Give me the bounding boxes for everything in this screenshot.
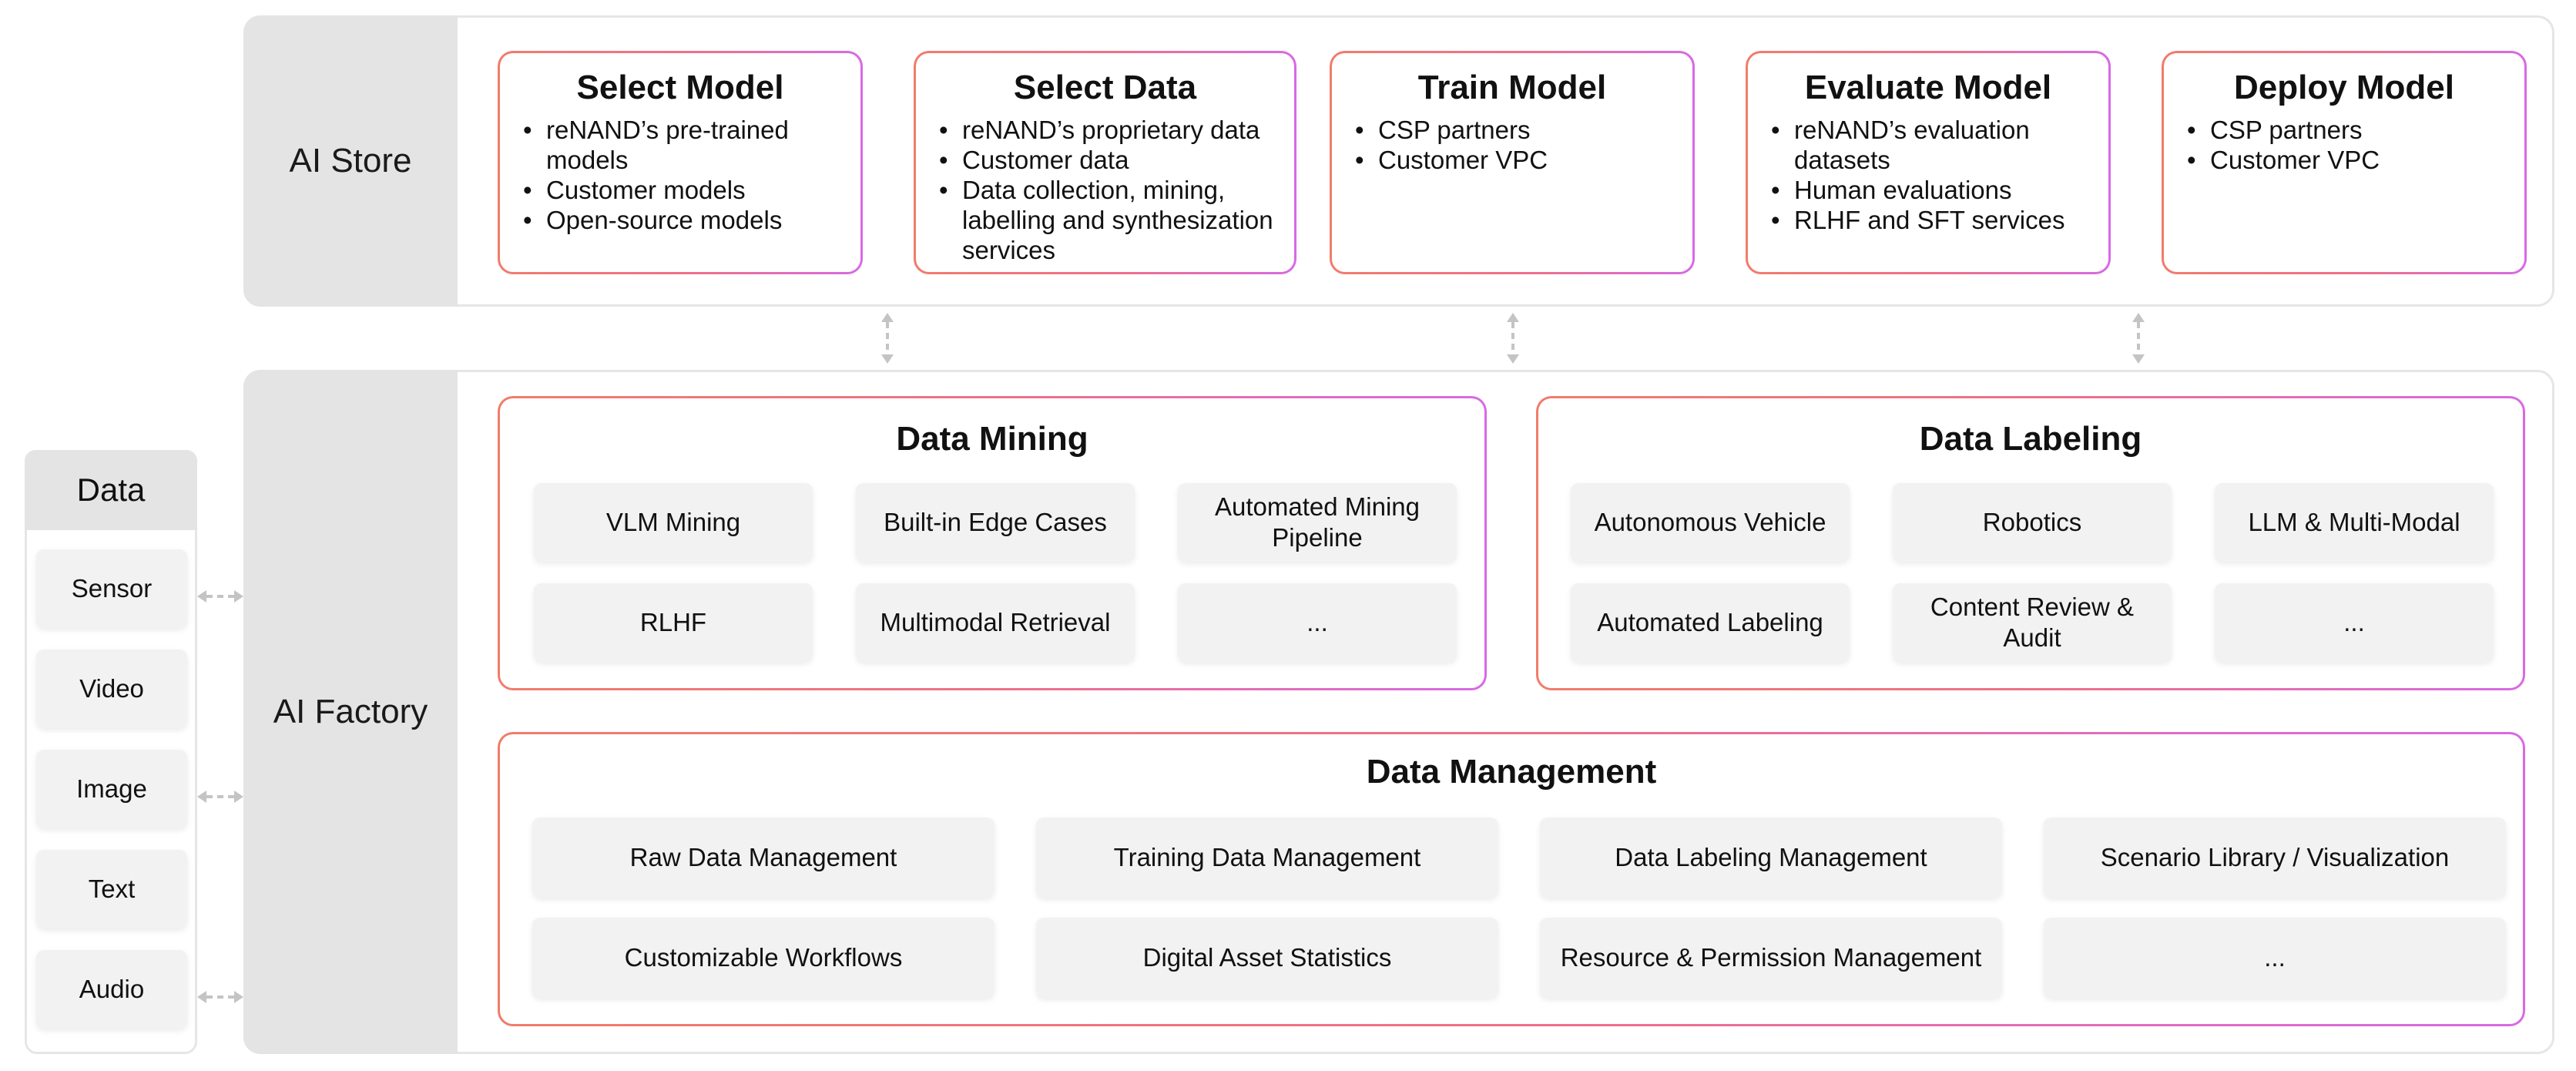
chip-data-labeling-management[interactable]: Data Labeling Management xyxy=(1540,818,2002,898)
vertical-arrow-icon xyxy=(1507,313,1519,364)
list-item: CSP partners xyxy=(1355,115,1677,145)
data-labeling-section: Data Labeling Autonomous Vehicle Robotic… xyxy=(1536,396,2525,690)
card-title: Deploy Model xyxy=(2233,69,2455,106)
store-card-deploy-model[interactable]: Deploy Model CSP partners Customer VPC xyxy=(2162,51,2527,274)
card-title: Select Data xyxy=(1013,69,1197,106)
card-list: reNAND’s proprietary data Customer data … xyxy=(916,115,1294,265)
chip-training-data-management[interactable]: Training Data Management xyxy=(1036,818,1498,898)
chip-more[interactable]: ... xyxy=(1178,583,1457,662)
card-list: reNAND’s evaluation datasets Human evalu… xyxy=(1748,115,2108,235)
list-item: Open-source models xyxy=(523,205,845,235)
section-title: Data Management xyxy=(1366,753,1657,791)
chip-automated-mining-pipeline[interactable]: Automated Mining Pipeline xyxy=(1178,483,1457,562)
data-mining-section: Data Mining VLM Mining Built-in Edge Cas… xyxy=(498,396,1487,690)
card-list: reNAND’s pre-trained models Customer mod… xyxy=(500,115,860,235)
data-item-image[interactable]: Image xyxy=(36,750,187,828)
ai-factory-label: AI Factory xyxy=(243,370,458,1054)
list-item: Customer VPC xyxy=(2187,145,2509,175)
store-card-evaluate-model[interactable]: Evaluate Model reNAND’s evaluation datas… xyxy=(1746,51,2111,274)
chip-llm-multi-modal[interactable]: LLM & Multi-Modal xyxy=(2215,483,2494,562)
chip-autonomous-vehicle[interactable]: Autonomous Vehicle xyxy=(1571,483,1850,562)
chip-multimodal-retrieval[interactable]: Multimodal Retrieval xyxy=(856,583,1135,662)
chip-vlm-mining[interactable]: VLM Mining xyxy=(534,483,813,562)
list-item: Customer models xyxy=(523,175,845,205)
store-card-train-model[interactable]: Train Model CSP partners Customer VPC xyxy=(1330,51,1695,274)
vertical-arrow-icon xyxy=(881,313,894,364)
card-list: CSP partners Customer VPC xyxy=(2164,115,2524,175)
list-item: Data collection, mining, labelling and s… xyxy=(939,175,1279,265)
data-sources-panel: Data Sensor Video Image Text Audio xyxy=(25,450,197,1054)
data-item-video[interactable]: Video xyxy=(36,650,187,728)
vertical-arrow-icon xyxy=(2132,313,2145,364)
list-item: Customer VPC xyxy=(1355,145,1677,175)
chip-resource-permission-management[interactable]: Resource & Permission Management xyxy=(1540,918,2002,998)
data-item-audio[interactable]: Audio xyxy=(36,950,187,1029)
chip-scenario-library-visualization[interactable]: Scenario Library / Visualization xyxy=(2044,818,2506,898)
horizontal-arrow-icon xyxy=(197,590,243,603)
chip-automated-labeling[interactable]: Automated Labeling xyxy=(1571,583,1850,662)
ai-store-label: AI Store xyxy=(243,15,458,307)
card-list: CSP partners Customer VPC xyxy=(1332,115,1692,175)
chip-built-in-edge-cases[interactable]: Built-in Edge Cases xyxy=(856,483,1135,562)
data-item-text[interactable]: Text xyxy=(36,850,187,928)
list-item: Human evaluations xyxy=(1771,175,2093,205)
horizontal-arrow-icon xyxy=(197,991,243,1003)
chip-content-review-audit[interactable]: Content Review & Audit xyxy=(1893,583,2172,662)
list-item: reNAND’s evaluation datasets xyxy=(1771,115,2093,175)
chip-digital-asset-statistics[interactable]: Digital Asset Statistics xyxy=(1036,918,1498,998)
list-item: CSP partners xyxy=(2187,115,2509,145)
store-card-select-model[interactable]: Select Model reNAND’s pre-trained models… xyxy=(498,51,863,274)
list-item: RLHF and SFT services xyxy=(1771,205,2093,235)
store-card-select-data[interactable]: Select Data reNAND’s proprietary data Cu… xyxy=(914,51,1296,274)
chip-customizable-workflows[interactable]: Customizable Workflows xyxy=(532,918,995,998)
chip-more[interactable]: ... xyxy=(2215,583,2494,662)
chip-raw-data-management[interactable]: Raw Data Management xyxy=(532,818,995,898)
card-title: Select Model xyxy=(576,69,784,106)
chip-robotics[interactable]: Robotics xyxy=(1893,483,2172,562)
list-item: Customer data xyxy=(939,145,1279,175)
list-item: reNAND’s pre-trained models xyxy=(523,115,845,175)
data-sources-title: Data xyxy=(25,450,197,530)
section-title: Data Labeling xyxy=(1919,420,2142,458)
chip-rlhf[interactable]: RLHF xyxy=(534,583,813,662)
list-item: reNAND’s proprietary data xyxy=(939,115,1279,145)
data-management-section: Data Management Raw Data Management Trai… xyxy=(498,732,2525,1026)
card-title: Train Model xyxy=(1417,69,1607,106)
data-item-sensor[interactable]: Sensor xyxy=(36,549,187,628)
card-title: Evaluate Model xyxy=(1804,69,2052,106)
section-title: Data Mining xyxy=(896,420,1088,458)
horizontal-arrow-icon xyxy=(197,791,243,803)
chip-more[interactable]: ... xyxy=(2044,918,2506,998)
